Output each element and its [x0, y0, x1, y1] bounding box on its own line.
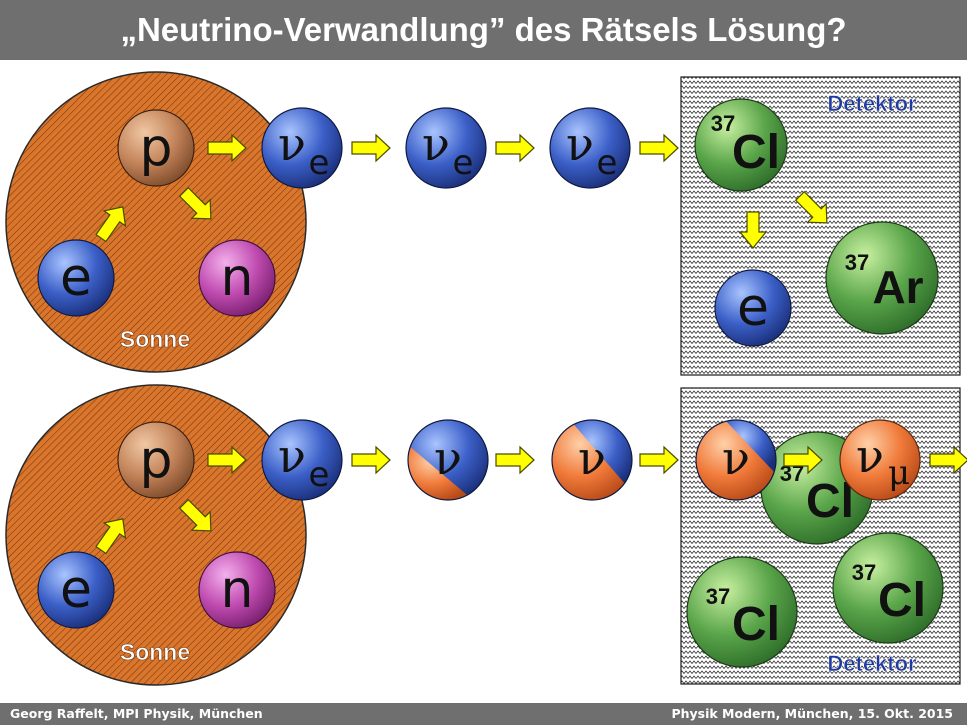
neutrino-e-1-top: ν e — [261, 107, 343, 189]
chlorine-bottom-2: 37 Cl — [686, 556, 798, 668]
nu-subscript: e — [309, 455, 330, 495]
element-symbol: Cl — [878, 574, 926, 627]
neutrino-e-3-top: ν e — [549, 107, 631, 189]
element-symbol: Cl — [732, 598, 780, 651]
mass-number: 37 — [845, 250, 869, 275]
detector-label-top: Detektor — [827, 91, 917, 116]
electron-sun-bottom: e — [37, 551, 115, 629]
mass-number: 37 — [852, 560, 876, 585]
electron-detector-top: e — [714, 269, 792, 347]
slide-title-text: „Neutrino-Verwandlung” des Rätsels Lösun… — [120, 11, 847, 48]
element-symbol: Cl — [732, 126, 780, 179]
neutron-bottom: n — [198, 551, 276, 629]
nu-subscript: e — [453, 143, 474, 183]
detector-label-bottom: Detektor — [827, 651, 917, 676]
mass-number: 37 — [706, 584, 730, 609]
sun-label-bottom: Sonne — [120, 639, 190, 665]
neutrino-e-bottom: ν e — [261, 419, 343, 501]
neutrino-mixed-3: ν — [695, 419, 777, 501]
slide-footer: Georg Raffelt, MPI Physik, München Physi… — [0, 703, 967, 725]
mass-number: 37 — [711, 111, 735, 136]
neutrino-e-2-top: ν e — [405, 107, 487, 189]
chlorine-top: 37 Cl — [694, 98, 788, 192]
nu-symbol: ν — [856, 429, 884, 483]
bottom-panel: Sonne p e n ν e ν — [5, 384, 967, 686]
slide-title: „Neutrino-Verwandlung” des Rätsels Lösun… — [0, 0, 967, 60]
nu-subscript: e — [597, 143, 618, 183]
nu-symbol: ν — [722, 431, 750, 485]
element-symbol: Ar — [872, 261, 923, 313]
argon-top: 37 Ar — [825, 221, 939, 335]
neutrino-mixed-1: ν — [407, 419, 489, 501]
nu-symbol: ν — [434, 431, 462, 485]
footer-author: Georg Raffelt, MPI Physik, München — [10, 706, 263, 721]
nu-symbol: ν — [278, 117, 306, 171]
element-symbol: Cl — [806, 475, 854, 528]
nu-symbol: ν — [278, 429, 306, 483]
proton-top: p — [117, 109, 195, 187]
nu-subscript: e — [309, 143, 330, 183]
proton-bottom: p — [117, 421, 195, 499]
neutron-label-top: n — [221, 248, 254, 308]
neutron-symbol: n — [221, 560, 254, 620]
proton-symbol: p — [139, 430, 172, 490]
neutrino-oscillation-diagram: Sonne p e n ν e ν e ν — [5, 71, 967, 686]
neutrino-mixed-2: ν — [551, 419, 633, 501]
electron-sun-top: e — [37, 239, 115, 317]
top-panel: Sonne p e n ν e ν e ν — [5, 71, 961, 376]
footer-event: Physik Modern, München, 15. Okt. 2015 — [671, 706, 953, 721]
neutron-top: n — [198, 239, 276, 317]
electron-symbol: e — [737, 278, 769, 338]
proton-label-top: p — [139, 118, 172, 178]
nu-subscript: μ — [888, 453, 910, 493]
neutrino-mu-detector: ν μ — [839, 419, 921, 501]
electron-symbol: e — [60, 560, 92, 620]
nu-symbol: ν — [578, 431, 606, 485]
chlorine-bottom-3: 37 Cl — [832, 532, 944, 644]
nu-symbol: ν — [566, 117, 594, 171]
sun-label-top: Sonne — [120, 326, 190, 352]
nu-symbol: ν — [422, 117, 450, 171]
electron-label-top: e — [60, 248, 92, 308]
